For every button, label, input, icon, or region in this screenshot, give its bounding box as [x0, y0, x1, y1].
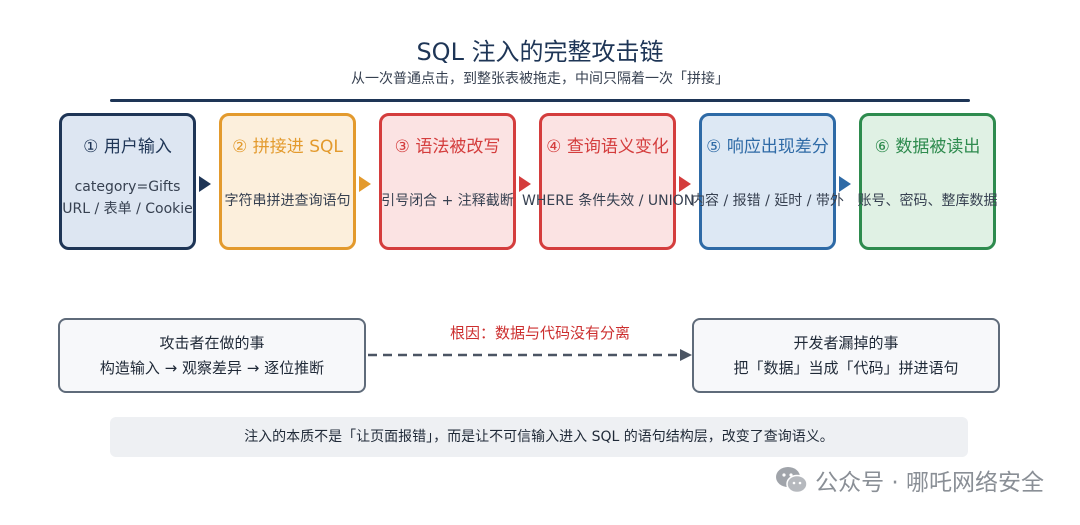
- step-title: ① 用户输入: [83, 137, 172, 157]
- step-line: category=Gifts: [74, 179, 181, 195]
- step-body: 内容 / 报错 / 延时 / 带外: [682, 190, 853, 212]
- step-body: WHERE 条件失效 / UNION 拼接: [522, 190, 727, 212]
- step-semantics-change: ④ 查询语义变化 WHERE 条件失效 / UNION 拼接: [522, 113, 727, 250]
- root-cause-label: 根因：数据与代码没有分离: [449, 324, 630, 342]
- step-user-input: ① 用户输入 category=Gifts URL / 表单 / Cookie: [59, 113, 196, 250]
- attacker-title: 攻击者在做的事: [159, 334, 265, 352]
- flow-arrow-1: [199, 176, 211, 192]
- watermark: 公众号 · 哪吒网络安全: [775, 462, 1044, 498]
- step-title: ③ 语法被改写: [394, 137, 501, 157]
- step-body: 引号闭合 + 注释截断: [362, 190, 533, 212]
- flow-arrow-3: [519, 176, 531, 192]
- watermark-text: 公众号 · 哪吒网络安全: [815, 470, 1044, 496]
- attacker-box: 攻击者在做的事 构造输入 → 观察差异 → 逐位推断: [58, 318, 366, 393]
- wechat-icon: [776, 467, 808, 494]
- developer-title: 开发者漏掉的事: [793, 334, 899, 352]
- step-line: 引号闭合 + 注释截断: [381, 193, 514, 209]
- step-title: ② 拼接进 SQL: [232, 137, 343, 157]
- step-data-read: ⑥ 数据被读出 账号、密码、整库数据: [858, 113, 998, 250]
- developer-line: 把「数据」当成「代码」拼进语句: [733, 359, 959, 377]
- step-title: ⑥ 数据被读出: [874, 137, 981, 157]
- step-body: 字符串拼进查询语句: [202, 190, 373, 212]
- step-line: URL / 表单 / Cookie: [62, 201, 193, 217]
- step-line: WHERE 条件失效 / UNION 拼接: [522, 193, 727, 209]
- step-response-diff: ⑤ 响应出现差分 内容 / 报错 / 延时 / 带外: [691, 113, 844, 250]
- step-body: category=Gifts URL / 表单 / Cookie: [42, 176, 213, 220]
- step-line: 内容 / 报错 / 延时 / 带外: [691, 193, 844, 209]
- step-syntax-rewritten: ③ 语法被改写 引号闭合 + 注释截断: [379, 113, 516, 250]
- flow-arrow-5: [839, 176, 851, 192]
- step-line: 账号、密码、整库数据: [857, 193, 998, 209]
- step-line: 字符串拼进查询语句: [224, 193, 351, 209]
- page-title: SQL 注入的完整攻击链: [416, 38, 664, 66]
- step-concat-sql: ② 拼接进 SQL 字符串拼进查询语句: [219, 113, 356, 250]
- title-divider: [110, 99, 970, 102]
- summary-note: 注入的本质不是「让页面报错」，而是让不可信输入进入 SQL 的语句结构层，改变了…: [110, 417, 968, 457]
- flow-arrow-2: [359, 176, 371, 192]
- attacker-line: 构造输入 → 观察差异 → 逐位推断: [99, 359, 325, 377]
- step-title: ④ 查询语义变化: [546, 137, 669, 157]
- flow-arrow-4: [679, 176, 691, 192]
- dashed-arrow: [368, 349, 692, 361]
- developer-box: 开发者漏掉的事 把「数据」当成「代码」拼进语句: [692, 318, 1000, 393]
- step-body: 账号、密码、整库数据: [842, 190, 1013, 212]
- step-title: ⑤ 响应出现差分: [706, 137, 829, 157]
- page-subtitle: 从一次普通点击，到整张表被拖走，中间只隔着一次「拼接」: [351, 71, 729, 87]
